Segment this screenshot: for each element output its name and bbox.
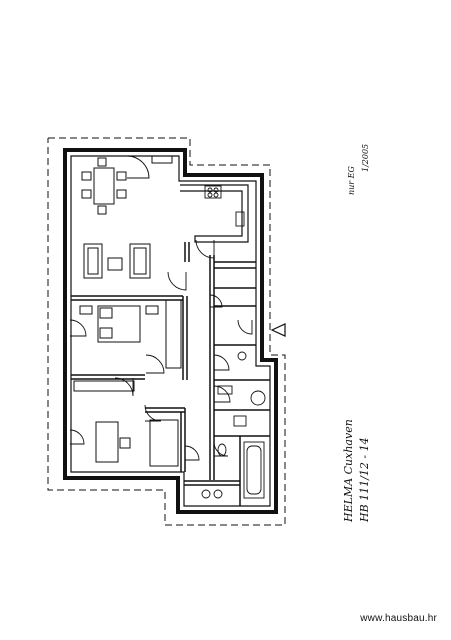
wall-storage-units <box>214 261 256 307</box>
sanitary-fixtures <box>201 351 266 499</box>
wall-lower-room <box>145 407 186 472</box>
entrance-arrow-icon <box>270 323 286 337</box>
wall-entry <box>184 480 240 486</box>
wall-kitchen-counter <box>180 184 249 243</box>
wall-corridor-west <box>182 296 188 380</box>
double-bed <box>79 299 182 369</box>
date-sub: 1/2005 <box>361 144 370 172</box>
living-furniture <box>83 243 151 279</box>
exterior-wall-inner <box>70 155 271 507</box>
dashed-boundary <box>47 137 286 526</box>
project-label: HELMA Cuxhaven <box>342 419 355 523</box>
exterior-wall <box>63 148 278 514</box>
dining-set <box>81 157 127 215</box>
sink-icon <box>235 211 245 227</box>
date-note: nur EG <box>347 165 356 195</box>
hob-icon <box>204 185 222 199</box>
cabinet <box>151 155 173 164</box>
wall-core-west <box>209 255 215 480</box>
wall-bedroom-lower <box>71 374 145 380</box>
wall-living-bedroom <box>71 295 183 301</box>
single-bed <box>149 419 179 467</box>
plan-code: HB 111/12 - 14 <box>358 437 371 523</box>
door-swings <box>69 155 253 461</box>
wall-bath-upper <box>214 344 270 506</box>
wall-kitchen-partition <box>184 242 190 262</box>
bedroom2-furniture <box>73 380 135 463</box>
website-url: www.hausbau.hr <box>360 613 437 624</box>
